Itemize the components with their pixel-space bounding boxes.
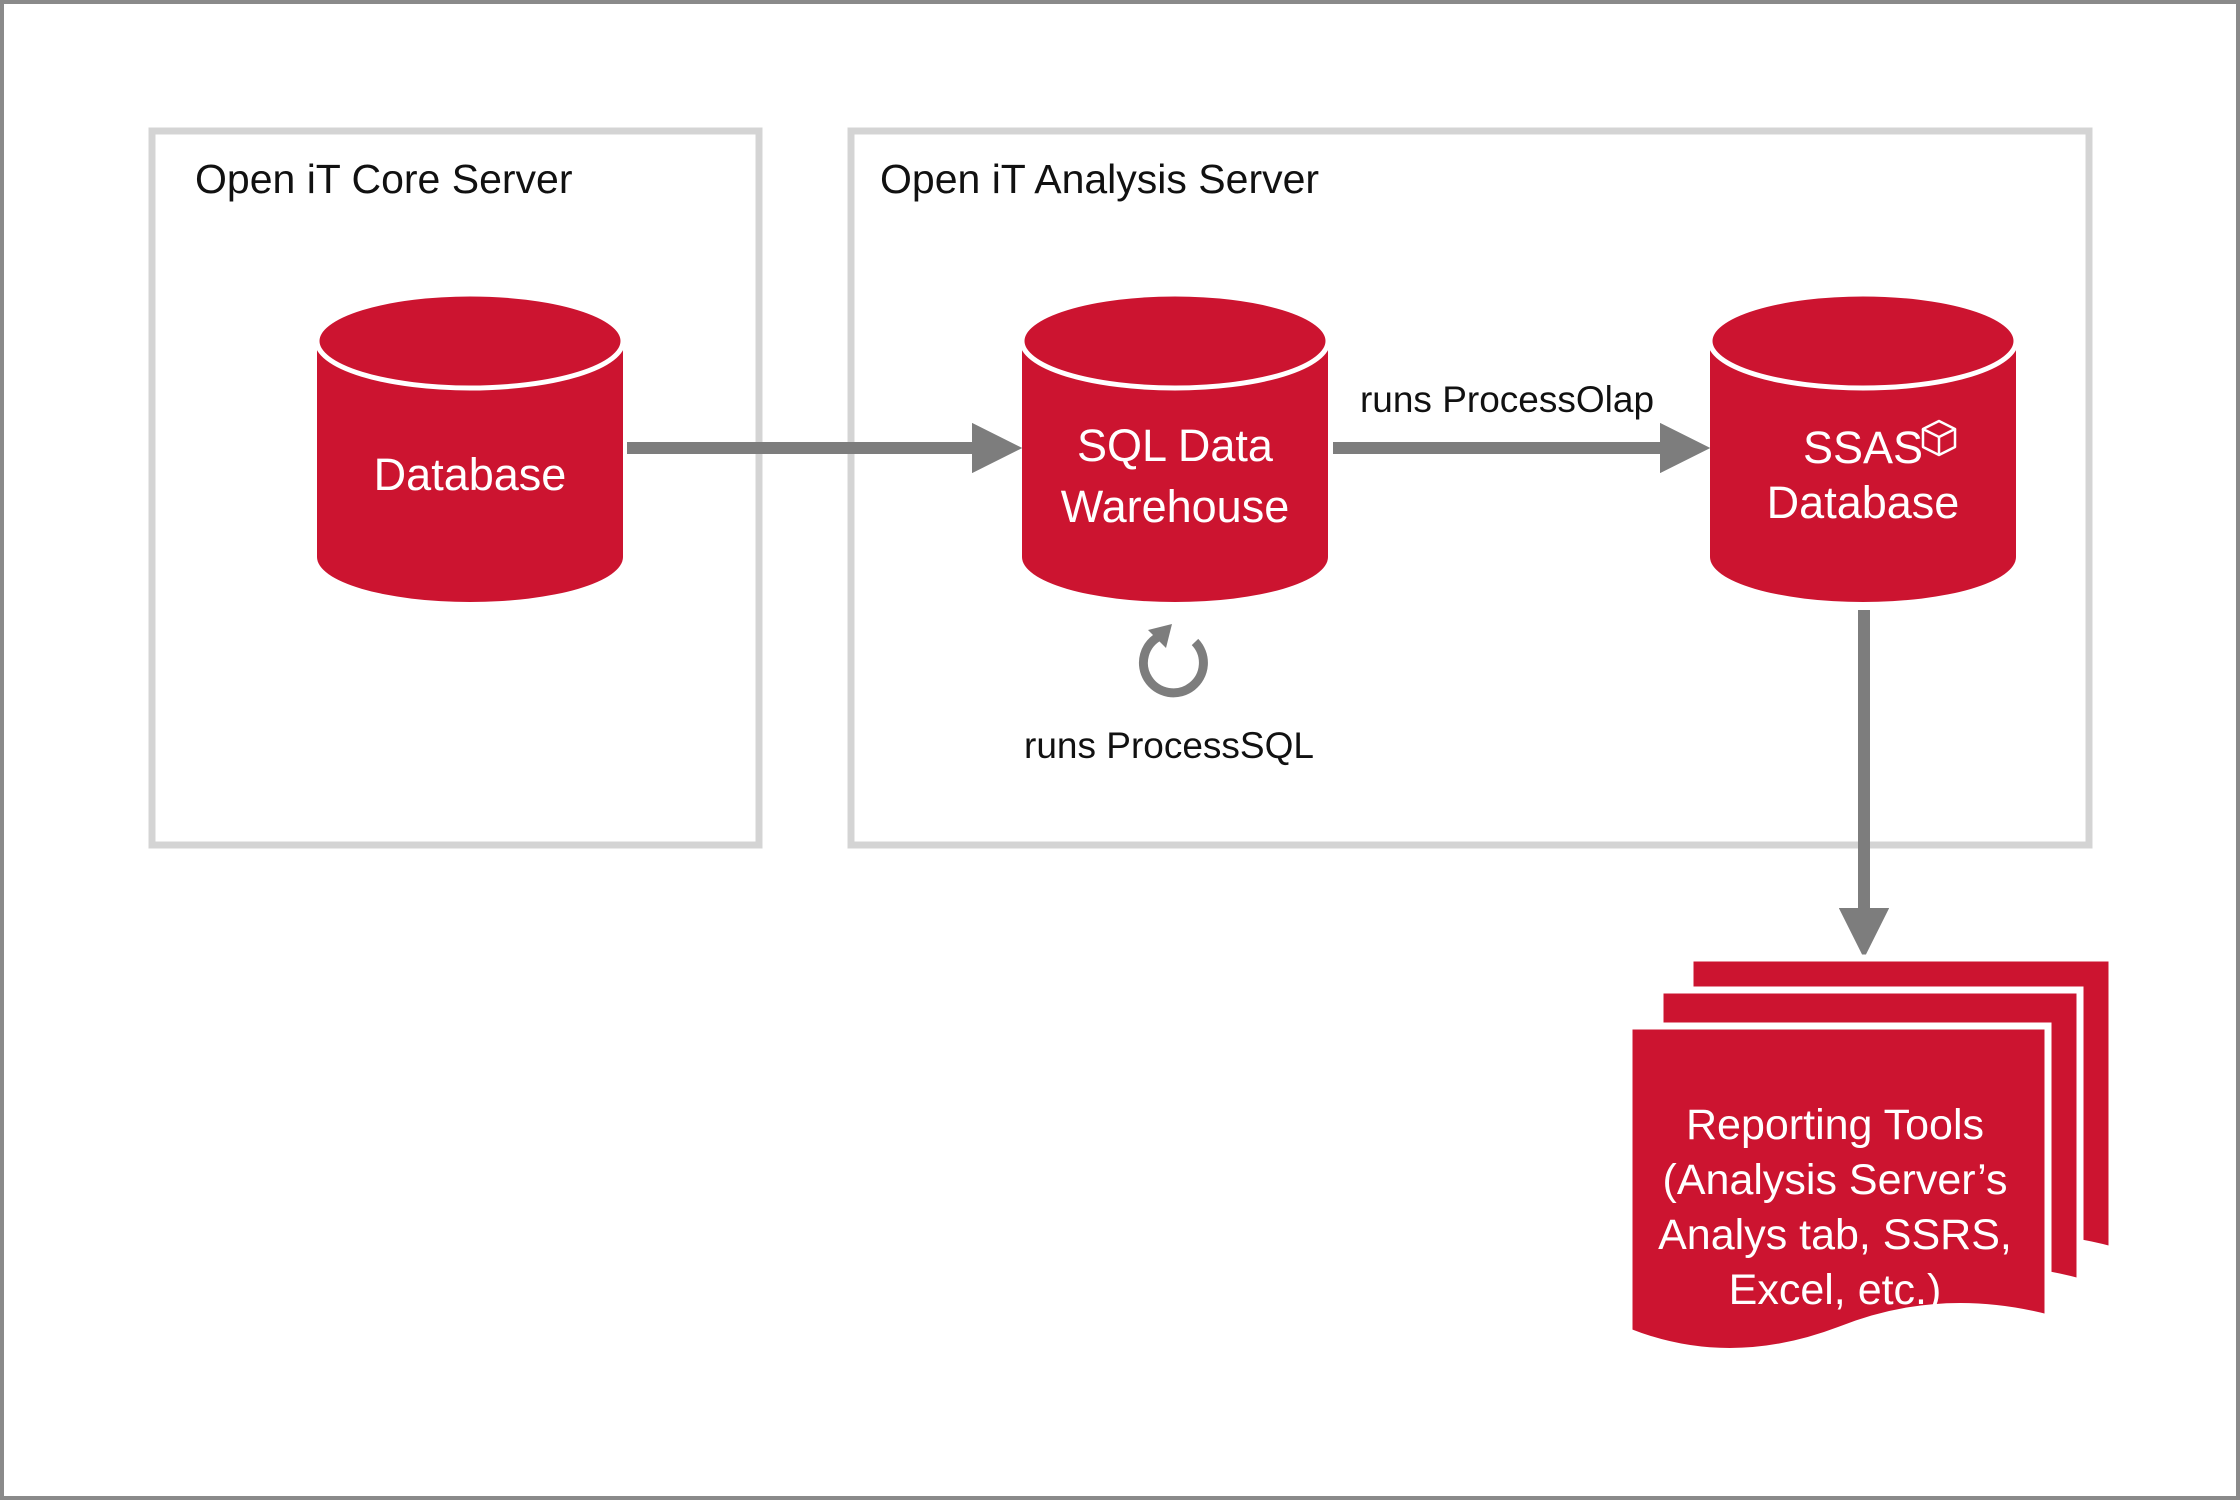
- ssas-label-line2: Database: [1767, 477, 1960, 528]
- ssas-cylinder-top: [1707, 291, 2019, 391]
- ssas-database-node: SSAS Database: [1707, 291, 2019, 602]
- ssas-label-line1: SSAS: [1803, 422, 1923, 473]
- sql-dw-cylinder-body: [1022, 341, 1328, 602]
- process-sql-annotation: runs ProcessSQL: [1024, 624, 1314, 766]
- sql-dw-cylinder-top: [1019, 291, 1331, 391]
- reporting-tools-node: Reporting Tools (Analysis Server’s Analy…: [1625, 954, 2116, 1355]
- ssas-cylinder-body: [1710, 341, 2016, 602]
- core-server-title: Open iT Core Server: [195, 156, 573, 202]
- sql-data-warehouse-node: SQL Data Warehouse: [1019, 291, 1331, 602]
- reporting-tools-line1: Reporting Tools: [1686, 1101, 1984, 1149]
- analysis-server-title: Open iT Analysis Server: [880, 156, 1319, 202]
- database-cylinder-body: [317, 341, 623, 602]
- process-sql-label: runs ProcessSQL: [1024, 725, 1314, 766]
- refresh-icon: [1138, 624, 1208, 698]
- cube-icon: [1921, 419, 1957, 457]
- reporting-tools-line4: Excel, etc.): [1729, 1266, 1942, 1314]
- reporting-tools-line2: (Analysis Server’s: [1663, 1156, 2008, 1204]
- database-label: Database: [374, 449, 567, 500]
- sql-dw-label-line1: SQL Data: [1077, 420, 1274, 471]
- reporting-tools-line3: Analys tab, SSRS,: [1658, 1211, 2012, 1259]
- arrow-sql-dw-to-ssas: runs ProcessOlap: [1333, 379, 1711, 474]
- doc-front: [1625, 1022, 2052, 1355]
- database-cylinder-top: [314, 291, 626, 391]
- database-node: Database: [314, 291, 626, 602]
- sql-dw-label-line2: Warehouse: [1061, 481, 1289, 532]
- process-olap-label: runs ProcessOlap: [1360, 379, 1654, 420]
